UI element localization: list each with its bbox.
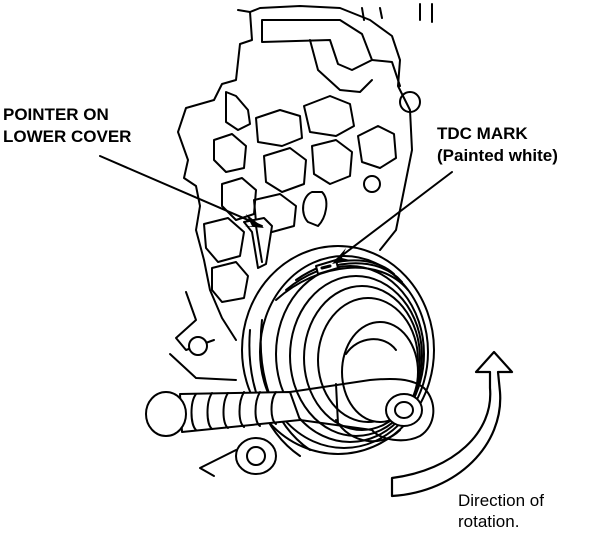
mounting-boss xyxy=(188,336,277,477)
pointer-leader-line xyxy=(99,155,263,227)
leader-lines xyxy=(99,155,453,261)
leader-arrowheads xyxy=(244,214,350,264)
rotation-label: Direction of rotation. xyxy=(458,490,544,532)
rotation-label-line-2: rotation. xyxy=(458,512,520,531)
pointer-label-line-2: LOWER COVER xyxy=(3,127,132,146)
tdc-leader-line xyxy=(335,171,453,261)
rotation-direction-arrow xyxy=(390,350,514,498)
pointer-label-line-1: POINTER ON xyxy=(3,105,109,124)
tdc-arrowhead xyxy=(332,248,350,264)
tdc-mark-label: TDC MARK (Painted white) xyxy=(437,123,558,167)
tdc-label-line-2: (Painted white) xyxy=(437,146,558,165)
pointer-arrowhead xyxy=(244,214,264,228)
pointer-tab xyxy=(243,217,273,269)
rotation-label-line-1: Direction of xyxy=(458,491,544,510)
pointer-label: POINTER ON LOWER COVER xyxy=(3,104,131,148)
tdc-label-line-1: TDC MARK xyxy=(437,124,528,143)
breaker-bar-wrench xyxy=(145,378,435,442)
